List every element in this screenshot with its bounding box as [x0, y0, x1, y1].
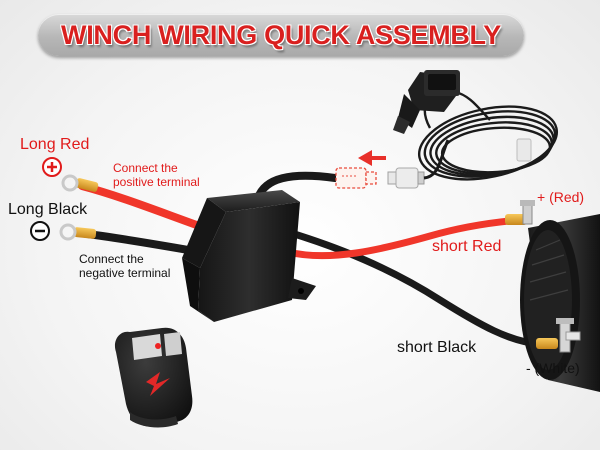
- long-black-ring-terminal: [59, 223, 97, 241]
- connect-negative-line1: Connect the: [79, 252, 144, 266]
- short-black-wire: [284, 228, 544, 348]
- remote-logo-icon: [146, 372, 170, 396]
- long-red-ring-terminal: [61, 174, 99, 192]
- short-red-wire: [284, 216, 524, 260]
- short-black-label: short Black: [397, 339, 477, 356]
- motor-negative-terminal: [536, 318, 581, 353]
- motor-positive-terminal: [505, 200, 535, 225]
- socket-connector-dashed: [335, 167, 377, 189]
- remote-plug-connector: [387, 167, 425, 189]
- long-red-label: Long Red: [20, 136, 90, 153]
- remote-indicator-light: [155, 343, 161, 349]
- long-red-wire: [78, 182, 209, 232]
- positive-terminal-icon: [42, 157, 62, 177]
- control-box: [182, 190, 316, 322]
- wired-remote-plug: [393, 70, 460, 134]
- remote-button-down: [164, 332, 182, 356]
- negative-terminal-icon: [30, 221, 50, 241]
- connect-positive-line2: positive terminal: [113, 175, 200, 189]
- page-title: WINCH WIRING QUICK ASSEMBLY: [61, 20, 501, 50]
- connect-negative-line2: negative terminal: [79, 266, 171, 280]
- wireless-remote: [114, 327, 193, 428]
- short-red-label: short Red: [432, 238, 502, 255]
- negative-terminal-label: - (White): [526, 360, 580, 376]
- positive-terminal-label: + (Red): [537, 189, 585, 205]
- remote-button-up: [132, 334, 162, 360]
- long-black-wire: [76, 229, 204, 256]
- connect-positive-line1: Connect the: [113, 161, 178, 175]
- title-banner: WINCH WIRING QUICK ASSEMBLY: [38, 14, 524, 56]
- direction-arrow-icon: [358, 150, 386, 166]
- long-black-label: Long Black: [8, 201, 88, 218]
- cable-tie: [516, 138, 532, 162]
- remote-plug-cable: [423, 139, 450, 180]
